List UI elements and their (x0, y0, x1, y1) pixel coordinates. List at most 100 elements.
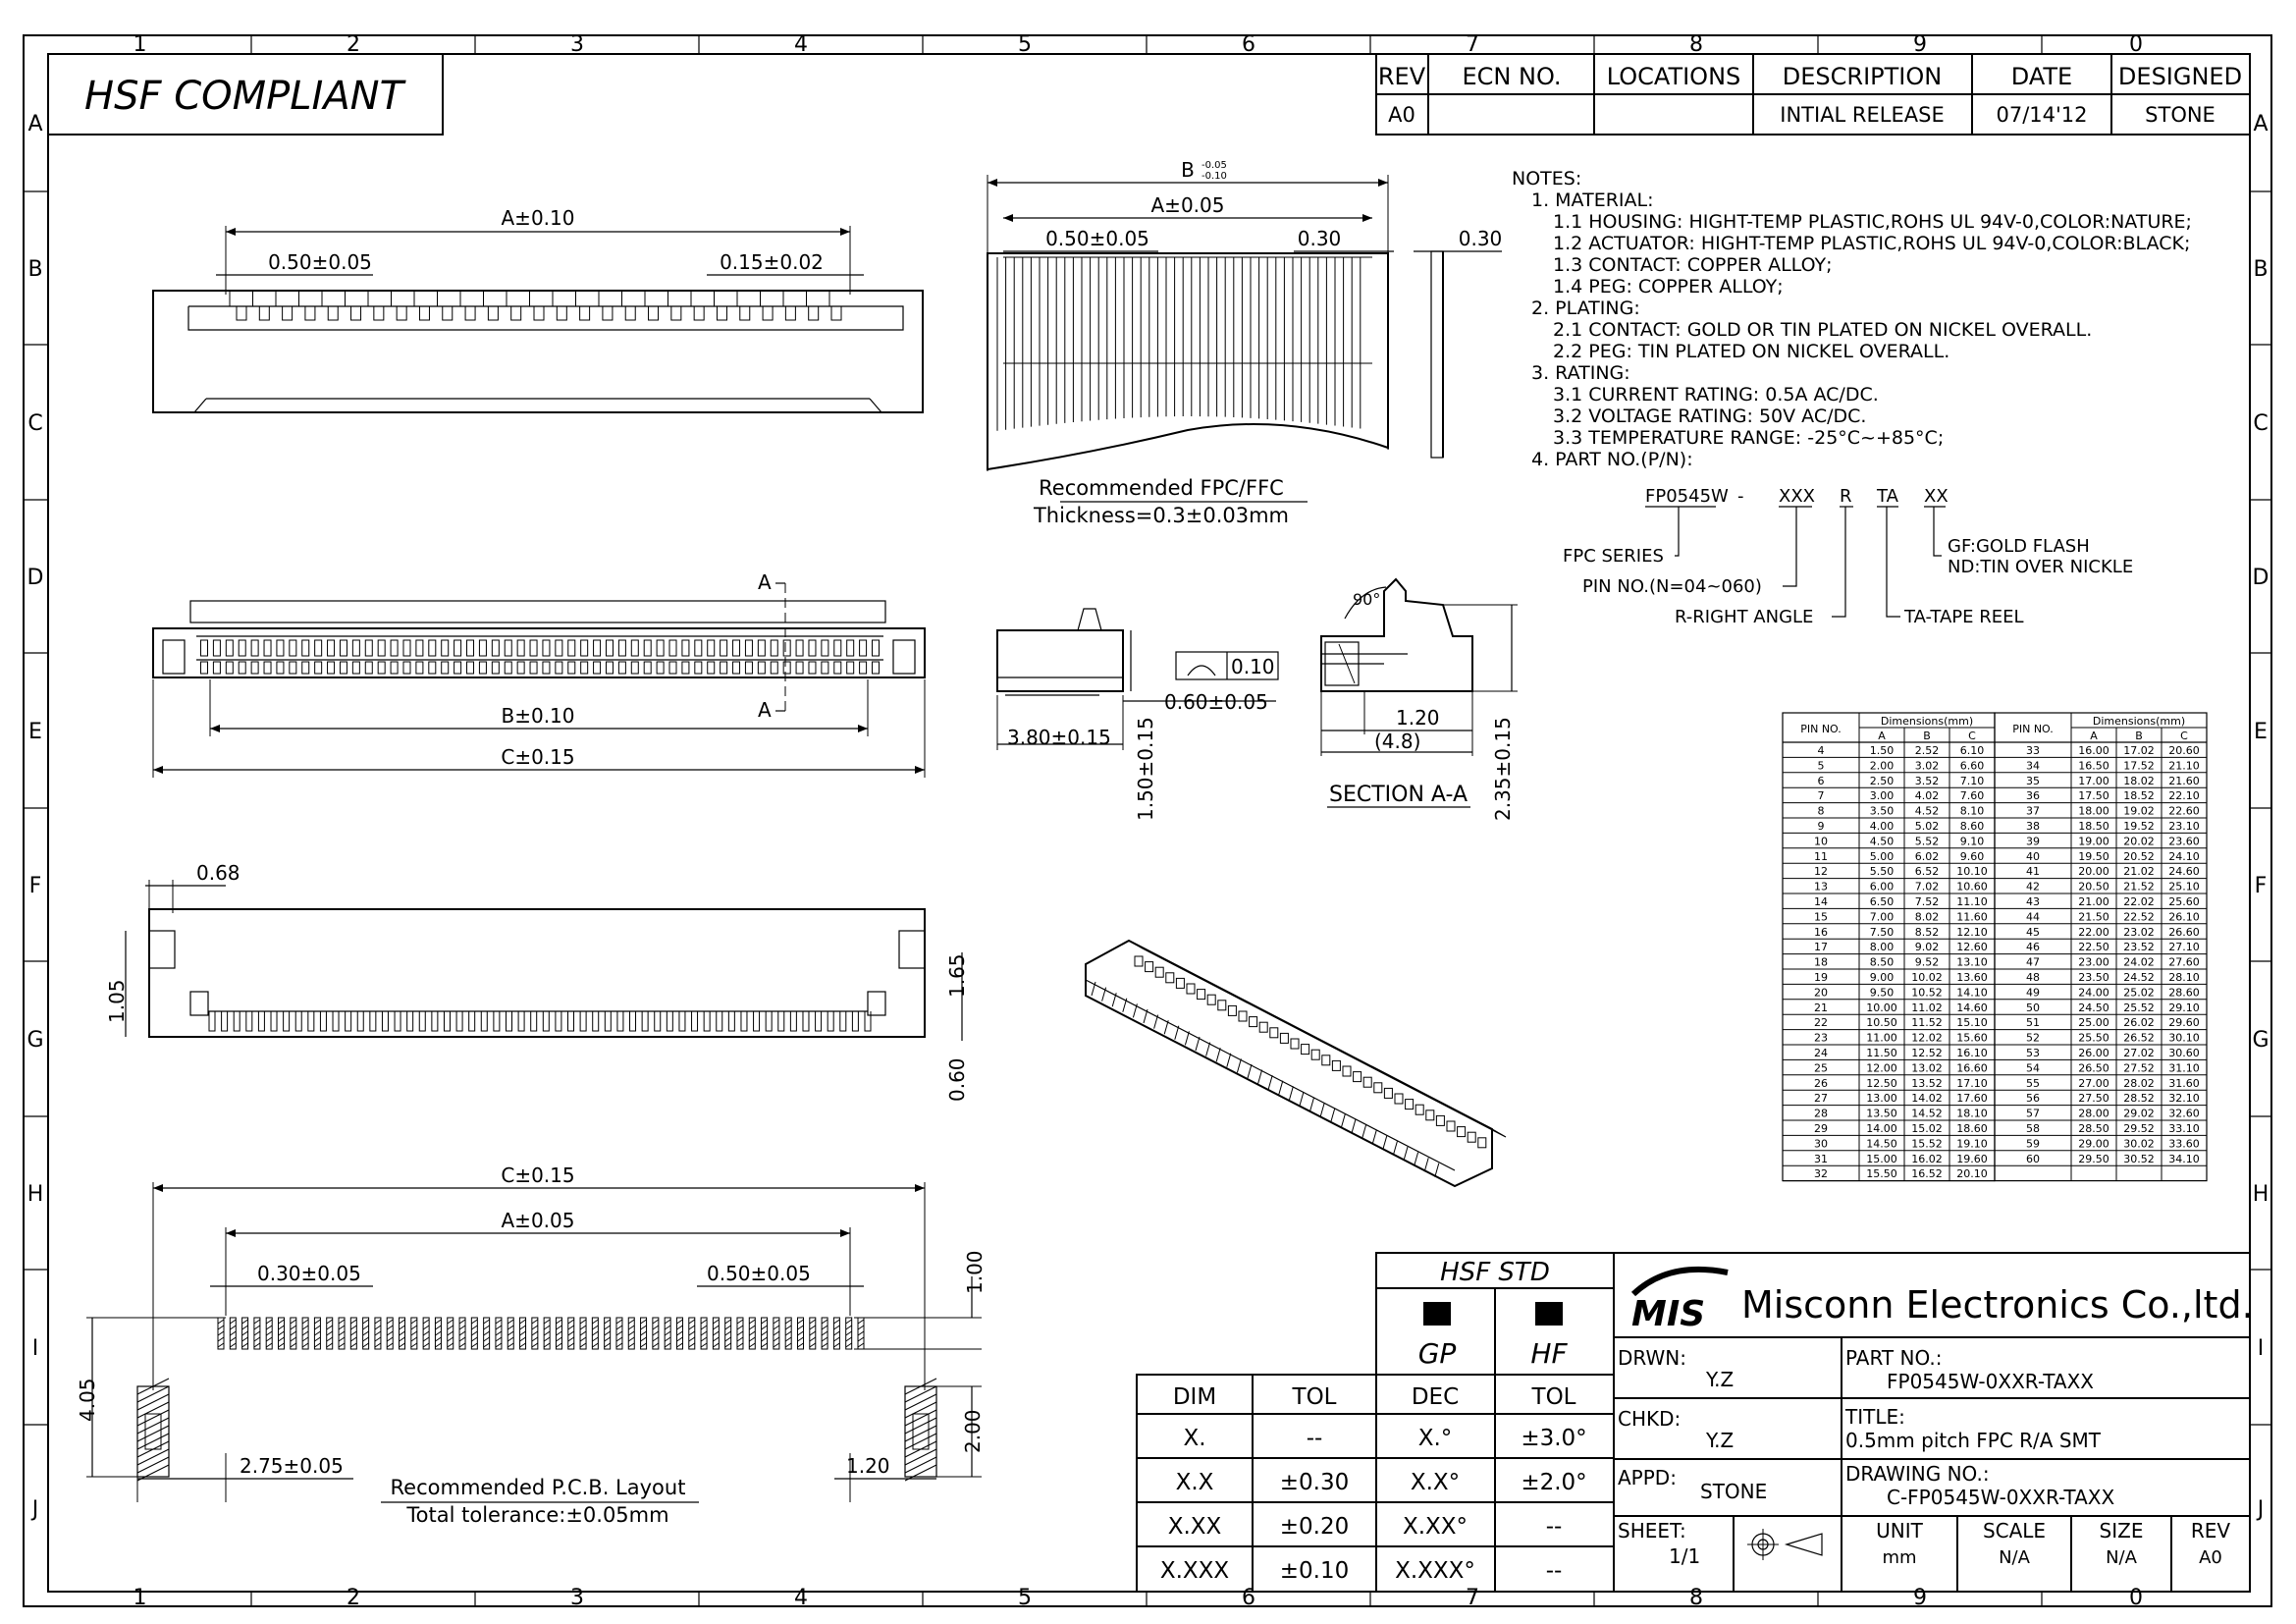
iso-lead (1288, 1086, 1294, 1101)
dim-cell: 17.50 (2078, 789, 2109, 802)
tol-header-tol: TOL (1292, 1384, 1337, 1410)
date-value: 07/14'12 (1996, 103, 2087, 127)
contact (364, 661, 373, 675)
contact (656, 661, 665, 675)
contact-foot (468, 1011, 476, 1032)
contact (656, 639, 665, 657)
pn-series: FP0545W (1645, 486, 1729, 507)
contact-foot (542, 1011, 550, 1032)
dim-cell: 30.02 (2123, 1137, 2155, 1150)
contact (681, 661, 690, 675)
iso-lead (1434, 1163, 1440, 1177)
pcb-pad (832, 1317, 840, 1350)
column-label-bottom: 0 (2129, 1586, 2143, 1610)
contact (744, 639, 753, 657)
pcb-dim-100: 1.00 (963, 1250, 987, 1294)
contact (301, 661, 310, 675)
contact (732, 639, 741, 657)
contact-foot (827, 1011, 834, 1032)
contact (617, 639, 626, 657)
contact (579, 305, 591, 321)
tolerance-cell: ±0.20 (1280, 1514, 1349, 1540)
dim-cell: 16.10 (1956, 1047, 1988, 1059)
contact (762, 305, 774, 321)
dim-cell: 22.60 (2168, 805, 2200, 818)
dim-cell: 55 (2026, 1077, 2040, 1090)
contact (593, 661, 602, 675)
contact (795, 639, 804, 657)
dim-cell: 16.50 (2078, 759, 2109, 772)
dim-cell: 13.00 (1866, 1092, 1897, 1105)
row-label-right: C (2253, 411, 2268, 436)
dim-header-col: C (1968, 730, 1976, 742)
pn-packing: TA (1876, 486, 1899, 507)
pcb-pad (290, 1317, 297, 1350)
contact-foot (257, 1011, 265, 1032)
iso-lead (1362, 1124, 1367, 1139)
dim-cell: 23.02 (2123, 926, 2155, 939)
tolerance-cell: ±0.30 (1280, 1470, 1349, 1495)
pcb-pad (796, 1317, 804, 1350)
chkd-value: Y.Z (1705, 1429, 1734, 1452)
iso-contact (1321, 1055, 1331, 1066)
top-view: A A B±0.10 C±0.15 (152, 570, 926, 778)
contact (795, 661, 804, 675)
dim-cell: 12.00 (1866, 1061, 1897, 1074)
contact-foot (418, 1011, 426, 1032)
column-label-bottom: 3 (570, 1586, 584, 1610)
dim-cell: 22.52 (2123, 910, 2155, 923)
contact (327, 639, 336, 657)
tolerance-cell: X.° (1418, 1426, 1453, 1451)
tolerance-cell: X.XX (1168, 1514, 1222, 1540)
contact (390, 661, 399, 675)
iso-contact (1197, 989, 1206, 1001)
part-no-breakdown: FP0545W - XXX R TA XX FPC SERIES PIN NO.… (1563, 486, 2133, 627)
dim-cell: 5.02 (1915, 820, 1940, 833)
contact (510, 305, 522, 321)
contact-foot (678, 1011, 686, 1032)
iso-contact (1405, 1099, 1415, 1110)
dim-cell: 59 (2026, 1137, 2040, 1150)
contact (846, 639, 855, 657)
dim-cell: 29.50 (2078, 1153, 2109, 1165)
dim-cell: 18.00 (2078, 805, 2109, 818)
dim-cell: 10.00 (1866, 1001, 1897, 1014)
contact-foot (406, 1011, 414, 1032)
contact (808, 305, 820, 321)
contact-foot (579, 1011, 587, 1032)
contact (250, 661, 259, 675)
dim-cell: 14.02 (1911, 1092, 1943, 1105)
iso-contact (1435, 1114, 1445, 1126)
contact (390, 639, 399, 657)
dim-cell: 11.60 (1956, 910, 1988, 923)
dim-cell: 10.02 (1911, 971, 1943, 984)
dim-cell: 6.52 (1915, 865, 1940, 878)
dim-cell: 11.10 (1956, 895, 1988, 908)
tolerance-cell: ±0.10 (1280, 1558, 1349, 1584)
dim-cell: 11.02 (1911, 1001, 1943, 1014)
contact (643, 661, 652, 675)
scale-value: N/A (1999, 1547, 2031, 1568)
column-label-top: 9 (1913, 32, 1927, 57)
pcb-pad (362, 1317, 370, 1350)
dim-cell: 49 (2026, 986, 2040, 999)
dim-cell: 16.02 (1911, 1153, 1943, 1165)
dim-cell: 24.02 (2123, 956, 2155, 969)
iso-contact (1227, 1004, 1237, 1016)
contact-foot (394, 1011, 401, 1032)
dim-cell: 14.10 (1956, 986, 1988, 999)
dim-cell: 29.60 (2168, 1016, 2200, 1029)
mis-logo: MIS (1630, 1266, 1729, 1334)
dim-cell: 16.52 (1911, 1167, 1943, 1180)
contact (555, 639, 563, 657)
unit-label: UNIT (1876, 1519, 1923, 1543)
drawing-no-label: DRAWING NO.: (1845, 1462, 1990, 1486)
dim-cell: 8.00 (1870, 941, 1895, 953)
dim-cell: 24.50 (2078, 1001, 2109, 1014)
dim-cell: 19.10 (1956, 1137, 1988, 1150)
contact (830, 305, 842, 321)
pcb-pad (773, 1317, 780, 1350)
dim-cell: 11.52 (1911, 1016, 1943, 1029)
dim-cell: 5 (1818, 759, 1825, 772)
